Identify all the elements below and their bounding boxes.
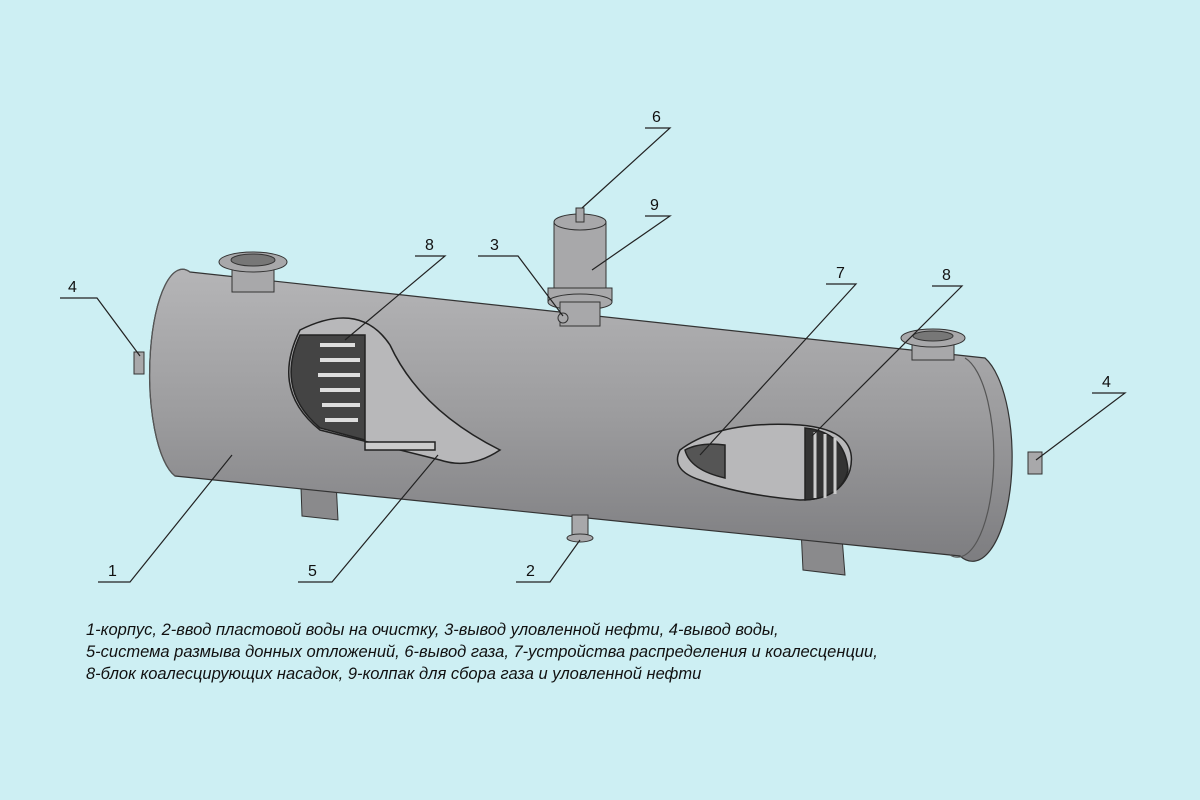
callout-6: 6 (652, 109, 661, 126)
callout-4-right: 4 (1102, 374, 1111, 391)
callout-8-right: 8 (942, 267, 951, 284)
callout-3: 3 (490, 237, 499, 254)
callout-5: 5 (308, 563, 317, 580)
caption-line: 5-система размыва донных отложений, 6-вы… (86, 643, 878, 661)
callout-9: 9 (650, 197, 659, 214)
callout-8-left: 8 (425, 237, 434, 254)
callout-1: 1 (108, 563, 117, 580)
callout-7: 7 (836, 265, 845, 282)
legend-caption: 1-корпус, 2-ввод пластовой воды на очист… (86, 619, 878, 685)
callout-4-left: 4 (68, 279, 77, 296)
caption-line: 1-корпус, 2-ввод пластовой воды на очист… (86, 621, 779, 639)
caption-line: 8-блок коалесцирующих насадок, 9-колпак … (86, 665, 702, 683)
callout-2: 2 (526, 563, 535, 580)
cutaways (288, 317, 853, 501)
leader-lines (60, 127, 1127, 583)
